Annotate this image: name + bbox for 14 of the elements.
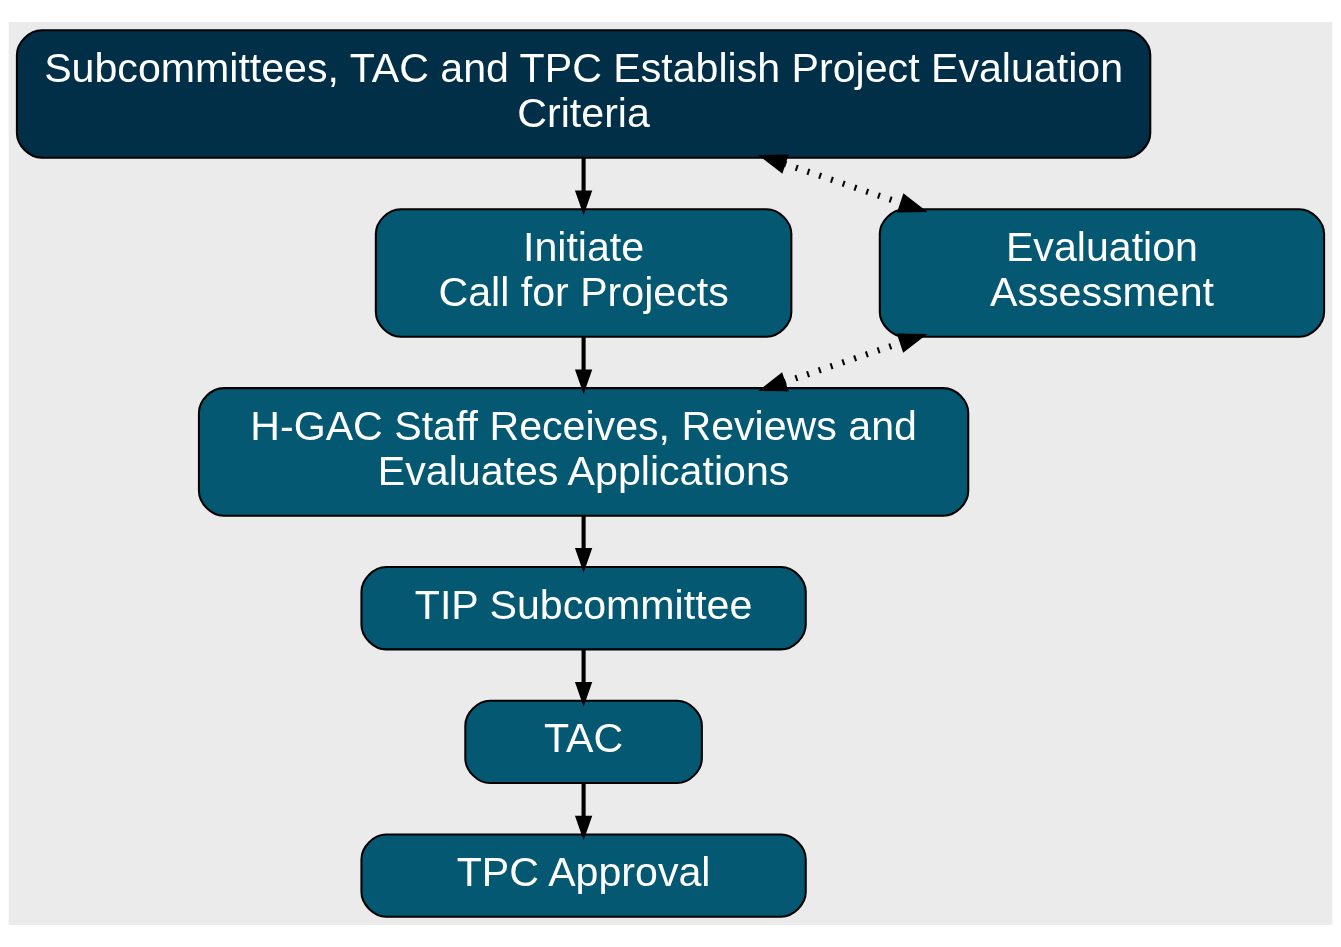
arrow	[574, 158, 593, 216]
node-box: Subcommittees, TAC and TPC Establish Project Evaluation Criteria	[15, 29, 1152, 159]
arrow	[574, 783, 593, 841]
node-box: TAC	[464, 699, 703, 785]
arrow	[574, 515, 593, 573]
node-box: H-GAC Staff Receives, Reviews and Evaluates Applications	[197, 387, 970, 517]
arrow	[758, 333, 928, 392]
node-box: Evaluation Assessment	[878, 208, 1326, 338]
arrow	[758, 154, 928, 213]
node-box: Initiate Call for Projects	[374, 208, 793, 338]
arrow	[574, 337, 593, 395]
node-box: TPC Approval	[360, 833, 807, 918]
node-box: TIP Subcommittee	[360, 566, 807, 651]
arrow	[574, 649, 593, 707]
